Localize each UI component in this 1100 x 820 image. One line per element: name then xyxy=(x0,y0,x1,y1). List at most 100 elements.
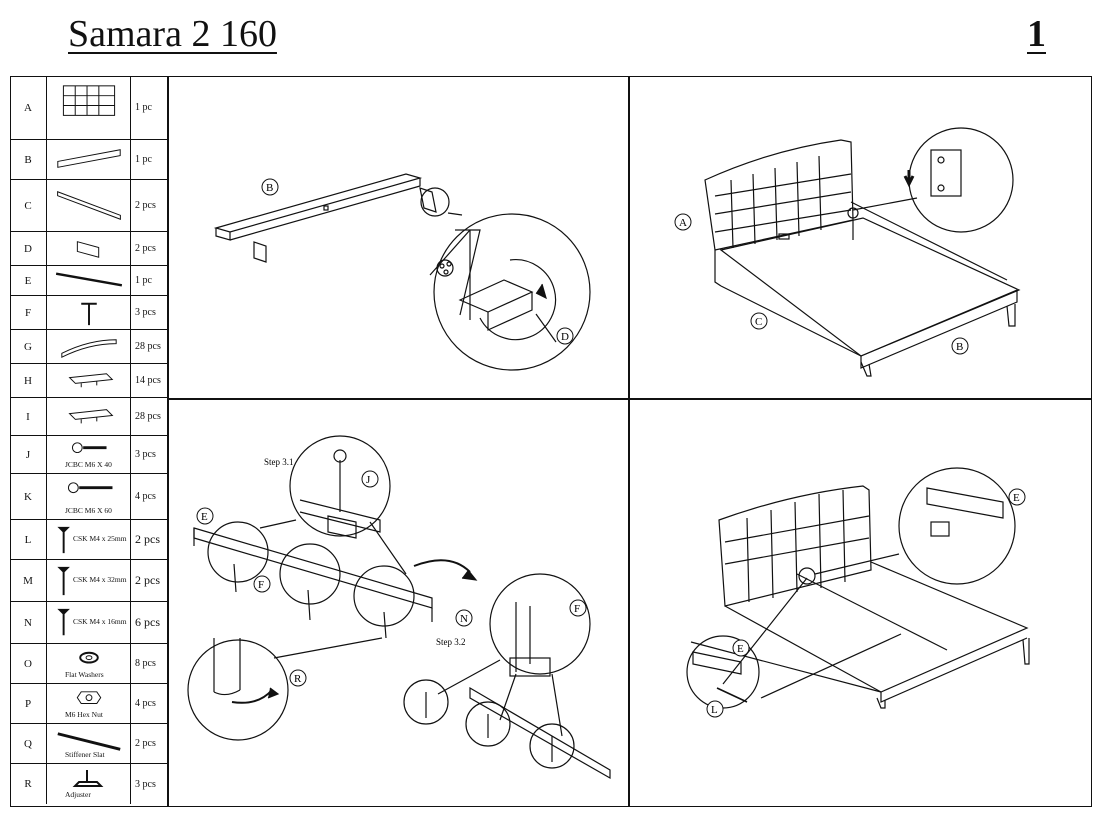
part-spec: CSK M4 x 16mm xyxy=(73,617,127,626)
part-illustration: M6 Hex Nut xyxy=(47,684,131,723)
part-spec: Adjuster xyxy=(65,790,91,799)
part-illustration xyxy=(47,76,131,139)
divider-center xyxy=(628,76,630,807)
part-quantity: 3 pcs xyxy=(135,449,156,460)
part-spec: JCBC M6 X 40 xyxy=(65,460,112,469)
part-row: O Flat Washers 8 pcs xyxy=(10,644,167,684)
part-illustration xyxy=(47,266,131,295)
part-spec: Stiffener Slat xyxy=(65,750,105,759)
part-letter: J xyxy=(10,436,47,473)
callout-j: J xyxy=(366,474,371,486)
rail-detail xyxy=(898,467,1016,585)
part-row: N CSK M4 x 16mm 6 pcs xyxy=(10,602,167,644)
step-3-panel: Step 3.1 Step 3.2 J E F R N F xyxy=(170,402,626,804)
part-quantity: 2 pcs xyxy=(135,532,160,546)
part-quantity: 4 pcs xyxy=(135,698,156,709)
part-row: B 1 pc xyxy=(10,140,167,180)
part-illustration: CSK M4 x 25mm xyxy=(47,520,131,559)
part-illustration: Stiffener Slat xyxy=(47,724,131,763)
divider-parts xyxy=(167,76,169,807)
part-row: E 1 pc xyxy=(10,266,167,296)
part-letter: K xyxy=(10,474,47,519)
part-letter: M xyxy=(10,560,47,601)
part-letter: L xyxy=(10,520,47,559)
part-illustration: CSK M4 x 32mm xyxy=(47,560,131,601)
page-number: 1 xyxy=(1027,13,1046,55)
part-row: R Adjuster 3 pcs xyxy=(10,764,167,804)
part-letter: B xyxy=(10,140,47,179)
part-spec: JCBC M6 X 60 xyxy=(65,506,112,515)
part-row: J JCBC M6 X 40 3 pcs xyxy=(10,436,167,474)
part-letter: P xyxy=(10,684,47,723)
part-quantity: 3 pcs xyxy=(135,778,156,790)
part-quantity: 1 pc xyxy=(135,275,152,286)
part-illustration xyxy=(47,296,131,329)
part-spec: CSK M4 x 32mm xyxy=(73,575,127,584)
part-letter: E xyxy=(10,266,47,295)
callout-e1: E xyxy=(1013,492,1020,504)
step31-detail xyxy=(289,435,391,537)
step-1-diagram: B D xyxy=(213,173,591,371)
part-row: K JCBC M6 X 60 4 pcs xyxy=(10,474,167,520)
part-illustration: Flat Washers xyxy=(47,644,131,683)
part-illustration xyxy=(47,364,131,397)
step-3-2-label: Step 3.2 xyxy=(436,637,466,647)
part-row: P M6 Hex Nut 4 pcs xyxy=(10,684,167,724)
part-row: D 2 pcs xyxy=(10,232,167,266)
part-quantity: 2 pcs xyxy=(135,243,156,254)
step-4-panel: E E L xyxy=(631,402,1090,804)
callout-d: D xyxy=(561,331,569,343)
part-letter: N xyxy=(10,602,47,643)
part-illustration xyxy=(47,232,131,265)
part-row: F 3 pcs xyxy=(10,296,167,330)
part-spec: Flat Washers xyxy=(65,670,104,679)
headboard xyxy=(718,485,872,607)
part-quantity: 4 pcs xyxy=(135,491,156,502)
callout-a: A xyxy=(679,217,687,229)
part-quantity: 28 pcs xyxy=(135,341,161,352)
detail-circle xyxy=(433,213,591,371)
callout-f2: F xyxy=(574,603,580,615)
part-quantity: 28 pcs xyxy=(135,411,161,422)
part-letter: C xyxy=(10,180,47,231)
part-letter: O xyxy=(10,644,47,683)
part-quantity: 6 pcs xyxy=(135,615,160,629)
callout-e2: E xyxy=(737,643,744,655)
part-letter: Q xyxy=(10,724,47,763)
part-row: L CSK M4 x 25mm 2 pcs xyxy=(10,520,167,560)
callout-e: E xyxy=(201,511,208,523)
headboard-rail xyxy=(213,173,423,233)
part-letter: R xyxy=(10,764,47,804)
callout-n: N xyxy=(460,613,468,625)
part-spec: M6 Hex Nut xyxy=(65,710,103,719)
divider-middle xyxy=(167,398,1092,400)
part-row: I 28 pcs xyxy=(10,398,167,436)
part-quantity: 2 pcs xyxy=(135,573,160,587)
part-letter: F xyxy=(10,296,47,329)
callout-c: C xyxy=(755,316,762,328)
callout-b2: B xyxy=(956,341,963,353)
part-illustration: JCBC M6 X 40 xyxy=(47,436,131,473)
step-1-panel: B D xyxy=(170,80,626,396)
part-letter: I xyxy=(10,398,47,435)
part-spec: CSK M4 x 25mm xyxy=(73,534,127,543)
step-2-panel: A C B xyxy=(631,80,1090,396)
step-3-1-label: Step 3.1 xyxy=(264,457,294,467)
part-quantity: 8 pcs xyxy=(135,658,156,669)
part-illustration: Adjuster xyxy=(47,764,131,804)
adjuster-detail xyxy=(187,639,289,741)
callout-f: F xyxy=(258,579,264,591)
part-letter: A xyxy=(10,76,47,139)
part-letter: D xyxy=(10,232,47,265)
part-quantity: 2 pcs xyxy=(135,738,156,749)
part-illustration xyxy=(47,140,131,179)
part-letter: H xyxy=(10,364,47,397)
part-quantity: 1 pc xyxy=(135,154,152,165)
callout-r: R xyxy=(294,673,302,685)
part-quantity: 3 pcs xyxy=(135,307,156,318)
step-2-diagram: A C B xyxy=(674,127,1021,377)
